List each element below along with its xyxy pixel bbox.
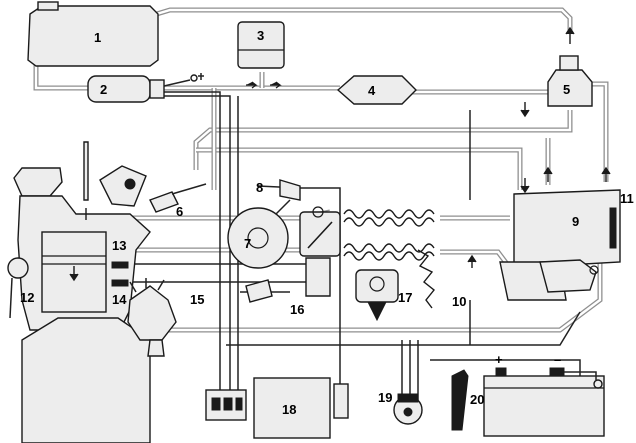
label-20: 20 <box>470 392 484 407</box>
label-16: 16 <box>290 302 304 317</box>
label-3: 3 <box>257 28 264 43</box>
idle-valve <box>245 279 273 303</box>
throttle-body <box>299 206 341 297</box>
label-7: 7 <box>244 236 251 251</box>
label-10: 10 <box>452 294 466 309</box>
relay-box: 18 <box>253 377 331 439</box>
label-13: 13 <box>112 238 126 253</box>
ignition-switch <box>393 393 423 425</box>
fuel-damper: 3 <box>237 21 285 89</box>
air-valve: 17 <box>355 269 412 322</box>
fuel-pump: 2 <box>87 73 204 103</box>
control-unit: 9 <box>513 189 621 269</box>
label-14: 14 <box>112 292 127 307</box>
wiring-connector <box>205 389 247 421</box>
temp-sensor <box>111 261 129 269</box>
pressure-regulator: 5 <box>547 26 593 107</box>
battery-minus: – <box>554 352 561 367</box>
sensor-8 <box>275 179 301 215</box>
fuel-filter: 4 <box>336 75 417 105</box>
injector <box>149 183 207 213</box>
label-17: 17 <box>398 290 412 305</box>
label-4: 4 <box>368 83 376 98</box>
distributor <box>127 278 177 357</box>
label-2: 2 <box>100 82 107 97</box>
fuel-pipes <box>33 7 609 333</box>
label-1: 1 <box>94 30 101 45</box>
sensor-connector <box>333 383 349 419</box>
intake-bellows <box>343 209 435 261</box>
label-8: 8 <box>256 180 263 195</box>
air-flow-meter: 7 <box>227 207 289 269</box>
air-filter: 10 <box>417 249 599 309</box>
label-18: 18 <box>282 402 296 417</box>
flow-arrows <box>467 102 611 268</box>
battery-plus: + <box>495 352 503 367</box>
label-6: 6 <box>176 204 183 219</box>
engine-block <box>7 141 151 443</box>
wiring <box>118 91 581 400</box>
label-9: 9 <box>572 214 579 229</box>
label-12: 12 <box>20 290 34 305</box>
fuel-tank: 1 <box>27 1 159 67</box>
label-15: 15 <box>190 292 204 307</box>
label-19: 19 <box>378 390 392 405</box>
label-5: 5 <box>563 82 570 97</box>
crank-sensor <box>111 279 129 287</box>
battery: + – <box>451 352 605 437</box>
label-11: 11 <box>620 191 634 206</box>
